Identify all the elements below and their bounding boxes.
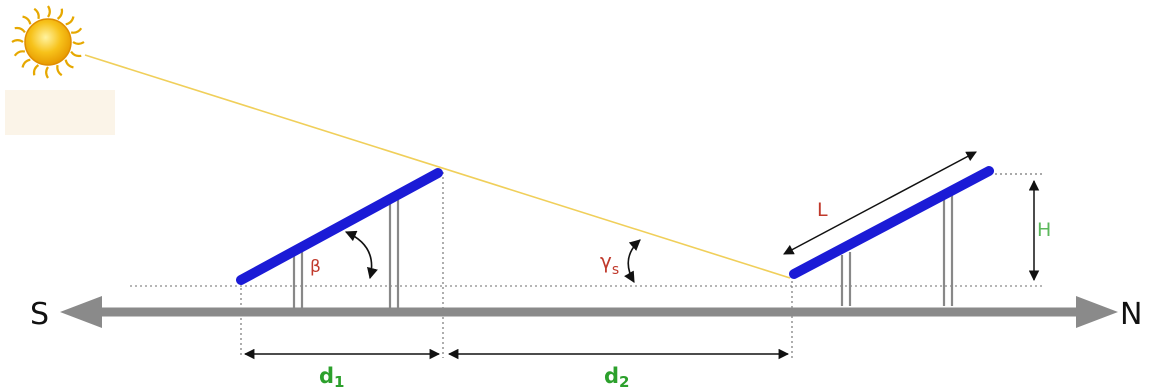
sun-ray-stroke [32, 64, 40, 76]
solar-altitude-symbol: γ [600, 249, 612, 273]
panel-length-label: L [817, 199, 828, 221]
sun-ray-stroke [13, 50, 26, 57]
ground-axis [60, 296, 1118, 328]
solar-altitude-subscript: s [612, 262, 619, 278]
tilt-angle-arc [344, 230, 378, 280]
sun-ray-stroke [70, 27, 83, 34]
sun-ray [84, 54, 791, 279]
sun-ray-stroke [65, 16, 75, 26]
solar-altitude-arc [624, 239, 641, 283]
sun-ray-stroke [56, 64, 63, 77]
sun-ray-stroke [72, 41, 85, 45]
south-label: S [30, 297, 49, 332]
distance-1-subscript: 1 [334, 373, 344, 387]
panel-height-label: H [1037, 219, 1051, 241]
sun-ray-stroke [21, 58, 31, 68]
sun-ray-stroke [70, 50, 82, 58]
sun-ray-stroke [14, 26, 26, 34]
north-label: N [1120, 297, 1142, 332]
sun-ray-stroke [11, 39, 24, 43]
sun-ray-stroke [56, 8, 64, 20]
sun-ray-stroke [22, 15, 32, 25]
distance-1-label: d1 [319, 364, 344, 387]
solar-panel-2 [789, 166, 994, 279]
distance-2-symbol: d [604, 364, 619, 387]
sun-icon [11, 5, 85, 79]
panel1-supports [292, 200, 400, 309]
distance-2-label: d2 [604, 364, 629, 387]
tilt-angle-label: β [310, 257, 321, 277]
sun-ray-stroke [45, 66, 49, 79]
solar-panel-1 [236, 168, 443, 285]
sun-ray-stroke [64, 59, 74, 69]
distance-1-symbol: d [319, 364, 334, 387]
sun-ray-stroke [47, 5, 51, 18]
sun-glow [5, 90, 115, 135]
panel2-supports [840, 195, 954, 306]
sun-ray-stroke [33, 7, 40, 20]
distance-2-subscript: 2 [619, 373, 629, 387]
solar-altitude-label: γs [600, 249, 619, 278]
length-arrow [783, 151, 977, 255]
